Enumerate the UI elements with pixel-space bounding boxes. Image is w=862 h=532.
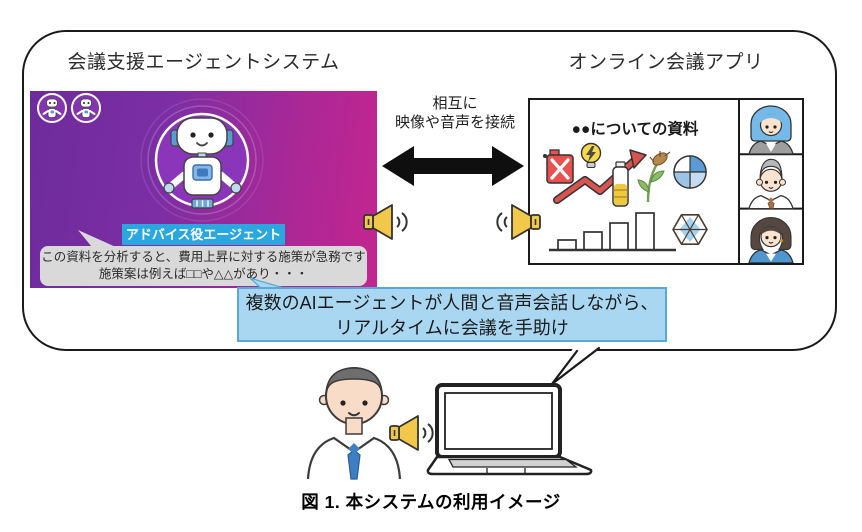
connection-label: 相互に 映像や音声を接続 — [380, 94, 530, 132]
laptop-icon — [426, 383, 593, 476]
meeting-app-panel: ●●についての資料 — [528, 98, 804, 265]
callout-line1: 複数のAIエージェントが人間と音声会話しながら、 — [245, 293, 659, 313]
user-avatar — [306, 367, 402, 480]
participant-avatar-1 — [748, 105, 794, 155]
agent-speech-line2: 施策案は例えば□□や△△があり・・・ — [98, 267, 309, 281]
advisor-agent-label: アドバイス役エージェント — [122, 224, 285, 245]
agent-system-title: 会議支援エージェントシステム — [67, 52, 340, 73]
figure-caption: 図 1. 本システムの利用イメージ — [301, 492, 561, 512]
speaker-icon-left — [363, 204, 408, 240]
main-bubble-tail — [550, 345, 602, 386]
speaker-icon-right — [496, 204, 541, 240]
jerry-can-icon — [543, 149, 574, 184]
bottle-icon — [612, 161, 629, 207]
callout-box: 複数のAIエージェントが人間と音声会話しながら、 リアルタイムに会議を手助け — [237, 287, 667, 342]
pie-chart-icon — [673, 155, 707, 189]
mini-robot-icon — [37, 93, 67, 123]
double-arrow-icon — [382, 146, 524, 186]
connection-label-line2: 映像や音声を接続 — [394, 114, 515, 131]
meeting-app-title: オンライン会議アプリ — [568, 52, 764, 73]
agent-speech-line1: この資料を分析すると、費用上昇に対する施策が急務です — [41, 250, 366, 264]
plant-icon — [637, 151, 671, 203]
participant-avatar-3 — [748, 217, 794, 263]
lightbulb-icon — [580, 142, 602, 168]
speaker-icon-user — [389, 415, 434, 451]
cube-icon — [672, 214, 708, 245]
connection-label-line1: 相互に — [432, 95, 478, 112]
bar-chart-icon — [549, 212, 676, 252]
mini-robot-icon — [71, 93, 101, 123]
callout-line2: リアルタイムに会議を手助け — [335, 318, 569, 338]
agent-speech-bubble: この資料を分析すると、費用上昇に対する施策が急務です 施策案は例えば□□や△△が… — [40, 246, 367, 286]
meeting-content-graphics — [543, 100, 802, 263]
participant-avatar-2 — [748, 158, 794, 210]
document-title: ●●についての資料 — [571, 121, 699, 138]
advisor-robot-icon — [37, 93, 264, 222]
